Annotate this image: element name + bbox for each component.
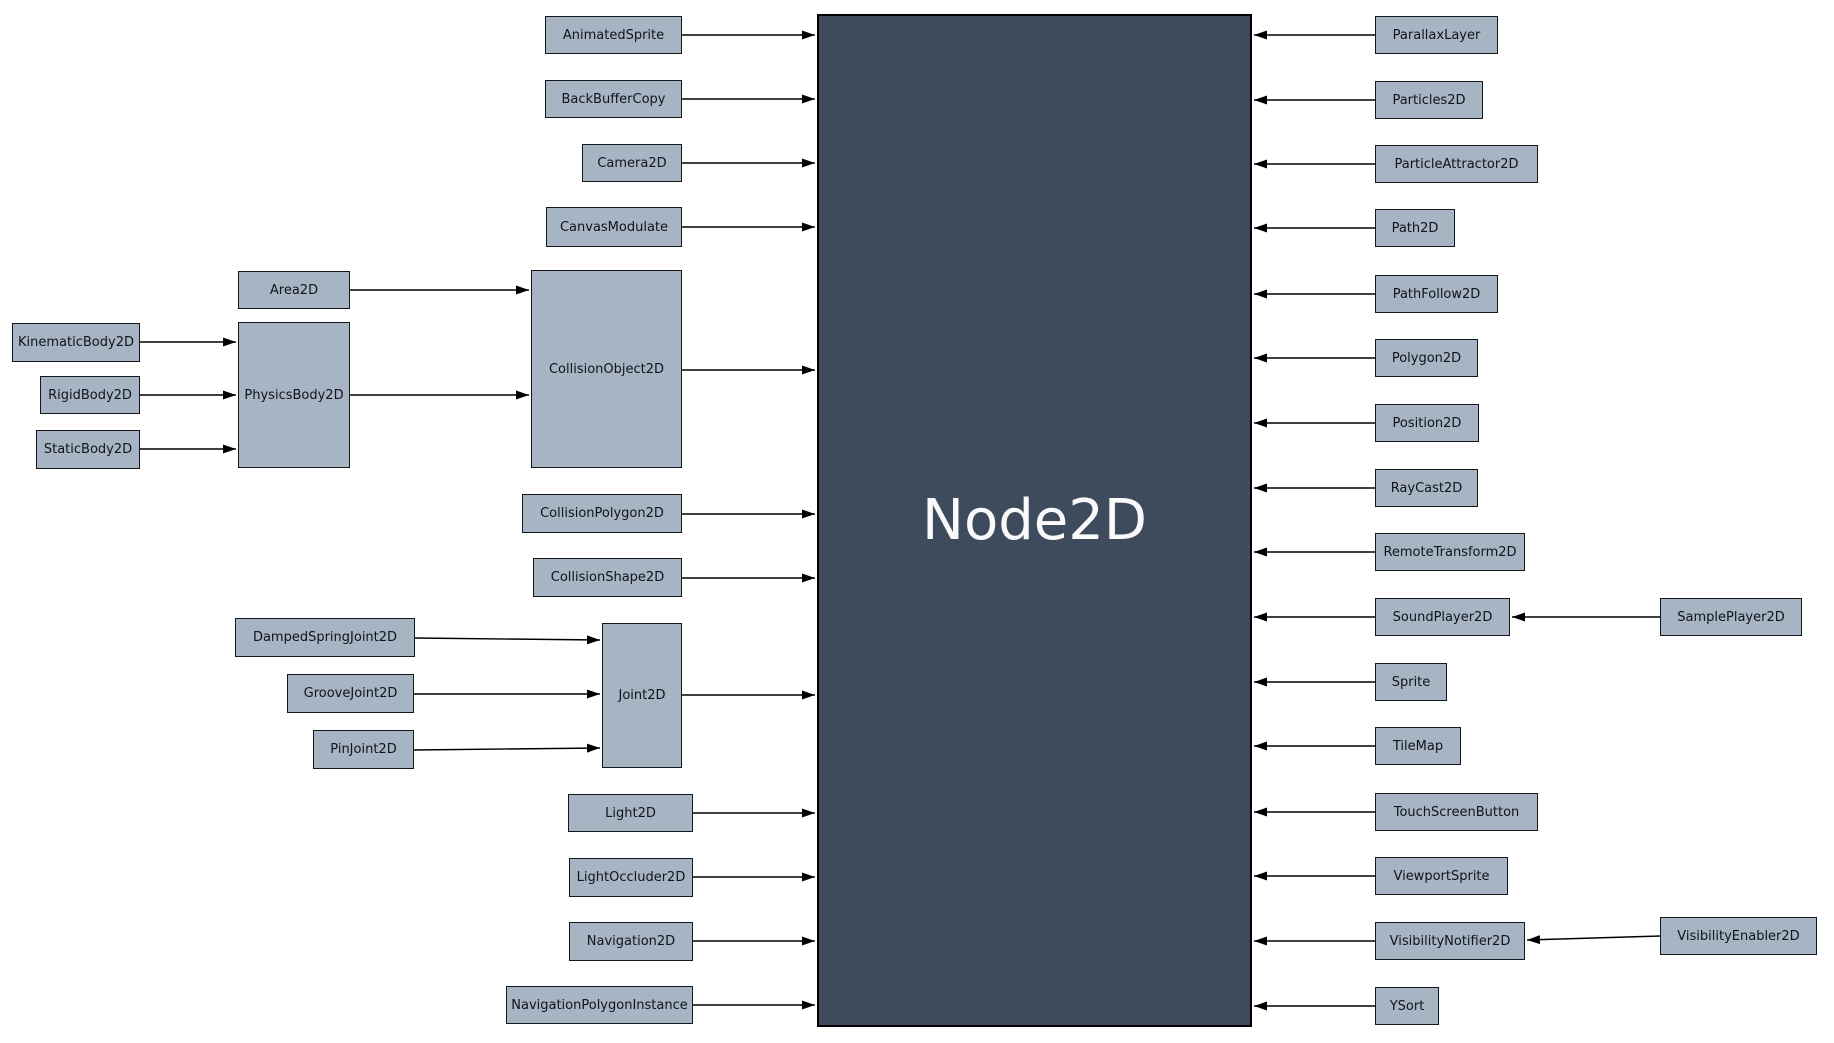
node-touch-screen-button: TouchScreenButton — [1375, 793, 1538, 831]
node-position2d: Position2D — [1375, 404, 1479, 442]
node-joint2d: Joint2D — [602, 623, 682, 768]
node-area2d: Area2D — [238, 271, 350, 309]
node-collision-shape2d: CollisionShape2D — [533, 558, 682, 597]
edge-pinjoint2d-joint2d — [413, 743, 601, 753]
node-navigation-polygon-instance: NavigationPolygonInstance — [506, 986, 693, 1024]
node-particle-attractor2d: ParticleAttractor2D — [1375, 145, 1538, 183]
node-kinematic-body2d: KinematicBody2D — [12, 323, 140, 362]
node-viewport-sprite: ViewportSprite — [1375, 857, 1508, 895]
node-canvas-modulate: CanvasModulate — [546, 207, 682, 247]
node-camera2d: Camera2D — [582, 144, 682, 182]
node-node2d: Node2D — [817, 14, 1252, 1027]
node-path-follow2d: PathFollow2D — [1375, 275, 1498, 313]
node-collision-polygon2d: CollisionPolygon2D — [522, 494, 682, 533]
node-collision-object2d: CollisionObject2D — [531, 270, 682, 468]
node-sample-player2d: SamplePlayer2D — [1660, 598, 1802, 636]
node-sprite: Sprite — [1375, 663, 1447, 701]
node-sound-player2d: SoundPlayer2D — [1375, 598, 1510, 636]
node-light2d: Light2D — [568, 794, 693, 832]
node-light-occluder2d: LightOccluder2D — [569, 858, 693, 897]
node-groove-joint2d: GrooveJoint2D — [287, 674, 414, 713]
edge-visibilityenabler2d-visibilitynotifier2d — [1526, 935, 1661, 945]
node-tile-map: TileMap — [1375, 727, 1461, 765]
node-rigid-body2d: RigidBody2D — [40, 376, 140, 414]
node-parallax-layer: ParallaxLayer — [1375, 16, 1498, 54]
node-path2d: Path2D — [1375, 209, 1455, 247]
node-visibility-notifier2d: VisibilityNotifier2D — [1375, 922, 1525, 960]
node-static-body2d: StaticBody2D — [36, 430, 140, 469]
node-damped-spring-joint2d: DampedSpringJoint2D — [235, 618, 415, 657]
node-ysort: YSort — [1375, 987, 1439, 1025]
edge-dampedspringjoint2d-joint2d — [414, 635, 601, 645]
node-navigation2d: Navigation2D — [569, 922, 693, 961]
node-physics-body2d: PhysicsBody2D — [238, 322, 350, 468]
node-raycast2d: RayCast2D — [1375, 469, 1478, 507]
node-animated-sprite: AnimatedSprite — [545, 16, 682, 54]
node-visibility-enabler2d: VisibilityEnabler2D — [1660, 917, 1817, 955]
node-particles2d: Particles2D — [1375, 81, 1483, 119]
node-polygon2d: Polygon2D — [1375, 339, 1478, 377]
node-back-buffer-copy: BackBufferCopy — [545, 80, 682, 118]
node-pin-joint2d: PinJoint2D — [313, 730, 414, 769]
node-remote-transform2d: RemoteTransform2D — [1375, 533, 1525, 571]
